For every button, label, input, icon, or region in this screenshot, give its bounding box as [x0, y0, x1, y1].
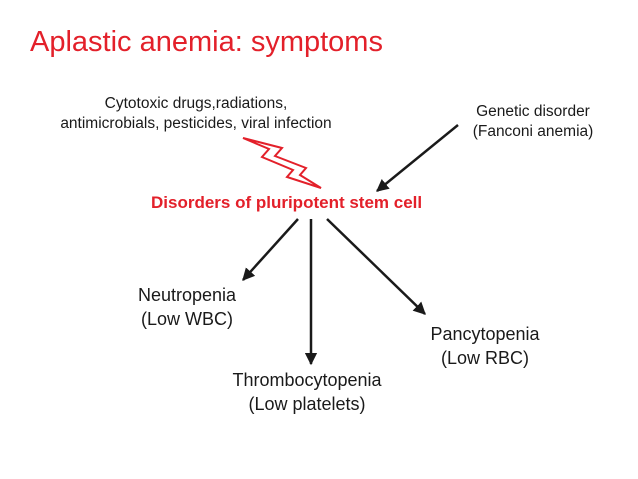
acquired-causes: Cytotoxic drugs,radiations, antimicrobia…	[10, 94, 382, 134]
center-node: Disorders of pluripotent stem cell	[151, 193, 423, 212]
pancytopenia-node: Pancytopenia (Low RBC)	[412, 322, 558, 370]
arrow-to-neutropenia	[242, 218, 299, 281]
genetic-cause: Genetic disorder (Fanconi anemia)	[450, 102, 616, 142]
genetic-cause-line-1: Genetic disorder	[476, 103, 590, 120]
lightning-bolt-icon	[242, 137, 322, 189]
arrow-to-pancytopenia	[326, 218, 426, 315]
slide-title: Aplastic anemia: symptoms	[30, 26, 383, 58]
arrow-genetic-to-center	[376, 124, 459, 192]
thrombocytopenia-note: (Low platelets)	[248, 394, 366, 414]
pancytopenia-label: Pancytopenia	[430, 324, 540, 344]
thrombocytopenia-node: Thrombocytopenia (Low platelets)	[204, 368, 410, 416]
neutropenia-label: Neutropenia	[137, 285, 237, 305]
neutropenia-note: (Low WBC)	[140, 309, 233, 329]
pancytopenia-note: (Low RBC)	[440, 348, 529, 368]
thrombocytopenia-label: Thrombocytopenia	[232, 370, 382, 390]
acquired-causes-line-2: antimicrobials, pesticides, viral infect…	[60, 115, 332, 132]
genetic-cause-line-2: (Fanconi anemia)	[472, 123, 594, 140]
acquired-causes-line-1: Cytotoxic drugs,radiations,	[104, 95, 288, 112]
neutropenia-node: Neutropenia (Low WBC)	[116, 283, 258, 331]
